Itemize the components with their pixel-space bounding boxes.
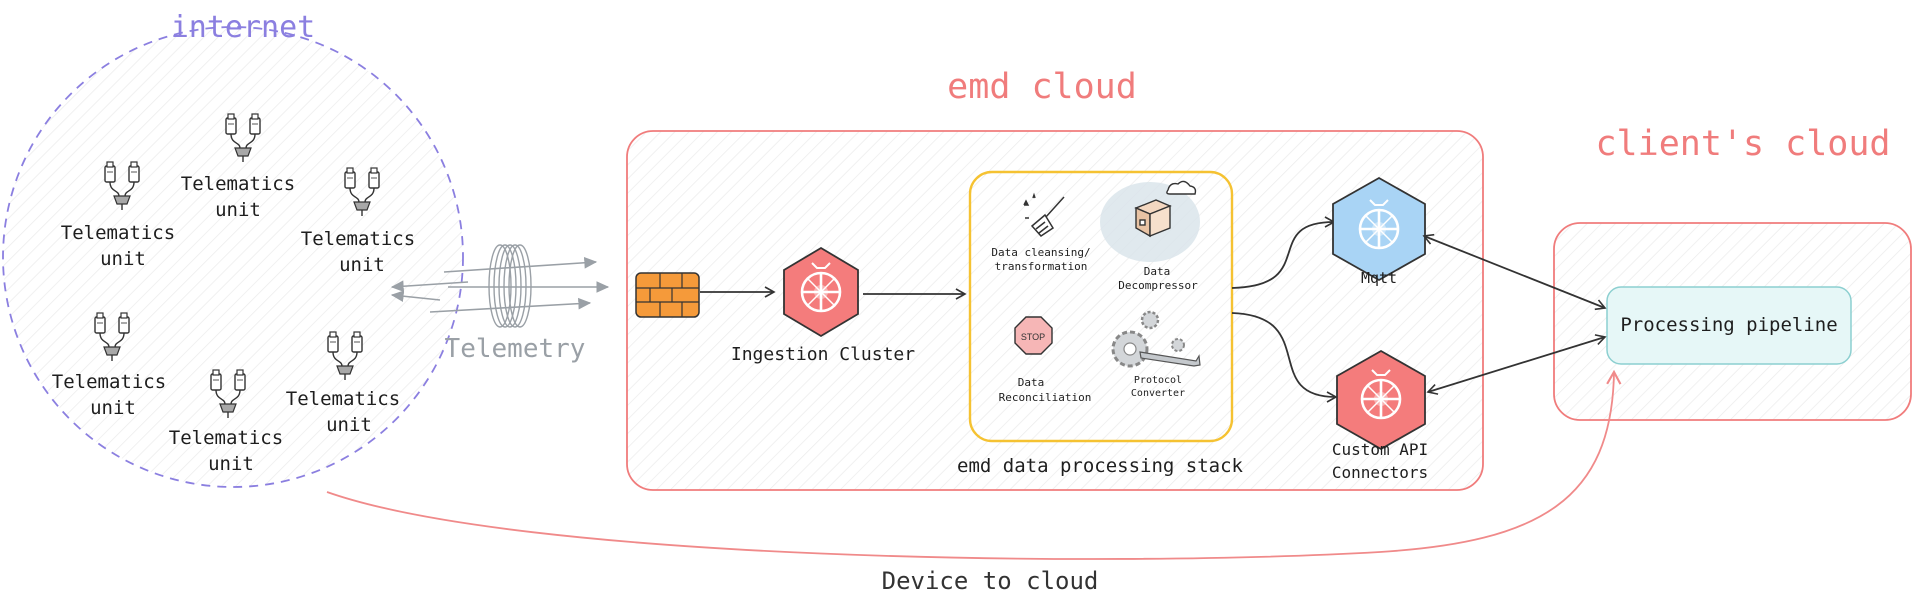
device-label: Telematics bbox=[181, 173, 295, 195]
telematics-unit-6: Telematics unit bbox=[286, 331, 400, 436]
custom-api-label: Connectors bbox=[1332, 463, 1428, 482]
processing-stack-boundary bbox=[968, 170, 1234, 443]
brick-wall-icon bbox=[635, 272, 700, 318]
telematics-unit-1: Telematics unit bbox=[181, 113, 295, 221]
package-cloud-icon bbox=[1134, 180, 1197, 238]
device-label: unit bbox=[339, 254, 385, 276]
reconciliation-label: Data bbox=[1018, 376, 1045, 389]
telematics-unit-5: Telematics unit bbox=[169, 369, 283, 475]
protocol-label: Converter bbox=[1131, 388, 1185, 399]
device-to-cloud-label: Device to cloud bbox=[882, 567, 1099, 595]
stop-sign-icon: STOP bbox=[1014, 316, 1053, 355]
mqtt-label: Mqtt bbox=[1361, 269, 1397, 287]
client-cloud-label: client's cloud bbox=[1595, 124, 1890, 164]
mqtt-broker: Mqtt bbox=[1332, 176, 1426, 287]
telematics-unit-4: Telematics unit bbox=[52, 312, 166, 419]
emd-cloud-boundary bbox=[626, 130, 1484, 491]
ingestion-cluster: Ingestion Cluster bbox=[731, 246, 915, 365]
decompressor-label: Data bbox=[1144, 265, 1171, 278]
emd-cloud-label: emd cloud bbox=[947, 67, 1137, 107]
device-label: unit bbox=[208, 453, 254, 475]
reconciliation-label: Reconciliation bbox=[999, 391, 1092, 404]
custom-api-pipeline-link bbox=[1426, 334, 1607, 395]
coil-icon bbox=[488, 244, 532, 328]
device-label: unit bbox=[100, 248, 146, 270]
telemetry-label: Telemetry bbox=[445, 334, 586, 364]
internet-boundary bbox=[2, 26, 464, 488]
custom-api-label: Custom API bbox=[1332, 440, 1428, 459]
device-label: unit bbox=[215, 199, 261, 221]
device-label: Telematics bbox=[169, 427, 283, 449]
ingestion-cluster-label: Ingestion Cluster bbox=[731, 344, 915, 365]
device-label: unit bbox=[90, 397, 136, 419]
custom-api-connectors: Custom API Connectors bbox=[1332, 349, 1428, 482]
telematics-unit-2: Telematics unit bbox=[61, 161, 175, 270]
gear-wrench-icon bbox=[1111, 310, 1201, 368]
device-label: unit bbox=[326, 414, 372, 436]
processing-stack-title: emd data processing stack bbox=[957, 455, 1244, 477]
stop-text: STOP bbox=[1021, 332, 1045, 342]
decompressor-label: Decompressor bbox=[1118, 279, 1198, 292]
svg-text:Data cleansing/transformation: Data cleansing/transformation bbox=[991, 246, 1090, 273]
telematics-unit-3: Telematics unit bbox=[301, 167, 415, 276]
device-label: Telematics bbox=[61, 222, 175, 244]
broom-icon bbox=[1023, 192, 1065, 237]
stack-to-custom-api-arrow bbox=[1231, 312, 1338, 403]
device-label: Telematics bbox=[52, 371, 166, 393]
internet-label: internet bbox=[171, 10, 316, 45]
mqtt-pipeline-link bbox=[1422, 233, 1607, 311]
protocol-label: Protocol bbox=[1134, 375, 1182, 386]
device-label: Telematics bbox=[286, 388, 400, 410]
firewall bbox=[635, 272, 700, 318]
cleansing-label: Data cleansing/ bbox=[991, 246, 1090, 259]
stack-to-mqtt-arrow bbox=[1231, 216, 1336, 289]
device-to-cloud-arrow bbox=[326, 369, 1622, 560]
data-cleansing: Data cleansing/transformation bbox=[991, 192, 1091, 273]
processing-pipeline: Processing pipeline bbox=[1606, 286, 1852, 365]
telemetry-link: Telemetry bbox=[390, 244, 610, 364]
cleansing-label: transformation bbox=[995, 260, 1088, 273]
device-label: Telematics bbox=[301, 228, 415, 250]
processing-pipeline-label: Processing pipeline bbox=[1620, 314, 1837, 336]
